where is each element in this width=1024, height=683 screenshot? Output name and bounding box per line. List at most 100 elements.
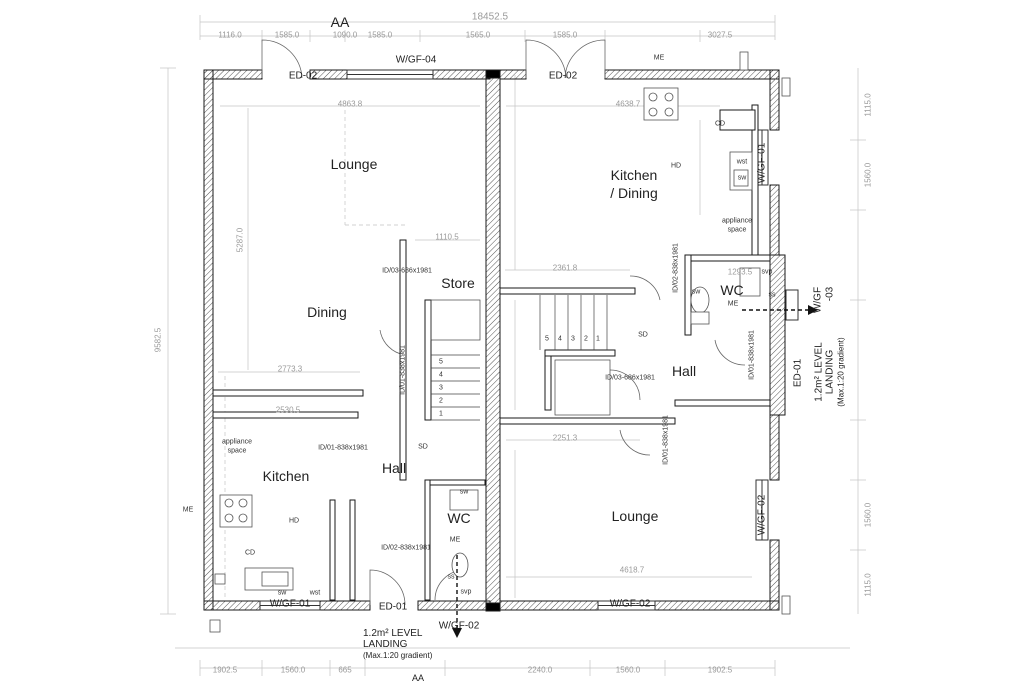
dim-hall-width: 2361.8 (552, 263, 578, 273)
symbol-ss-left: ss (447, 573, 455, 581)
me-arrows (456, 309, 810, 630)
room-kitchen-left: Kitchen (262, 468, 310, 484)
room-store: Store (441, 275, 475, 291)
opening-wgf01-bottom: W/GF-01 (269, 598, 311, 610)
opening-wgf04: W/GF-04 (395, 54, 437, 66)
opening-wgf02-right: W/GF-02 (756, 494, 768, 536)
symbol-cd-left: CD (244, 549, 256, 557)
dim-bottom-5: 1560.0 (615, 665, 641, 675)
dim-bottom-4: 2240.0 (527, 665, 553, 675)
door-store: ID/03-686x1981 (382, 267, 432, 275)
stair-left-2: 2 (439, 397, 443, 405)
dim-wc-width: 1293.5 (727, 267, 753, 277)
room-wc-right: WC (720, 282, 744, 298)
symbol-svp-left: svp (460, 588, 472, 596)
dimension-lines (160, 15, 866, 676)
door-lounge-right: ID/01-838x1981 (662, 415, 670, 465)
symbol-sw-left: sw (277, 589, 287, 597)
dim-right-depth-4: 1115.0 (863, 573, 873, 597)
stair-right-5: 5 (545, 335, 549, 343)
symbol-sw-right: sw (737, 174, 747, 182)
stairs (430, 295, 611, 421)
me-arrowheads (452, 305, 818, 638)
landing-note-bottom-line3: (Max.1:20 gradient) (363, 651, 433, 660)
dim-top-7: 3027.5 (707, 30, 733, 40)
landing-note-bottom-line2: LANDING (363, 639, 408, 650)
stair-left-3: 3 (439, 384, 443, 392)
symbol-wst-right: wst (736, 158, 748, 166)
symbol-cd-right: CD (714, 120, 726, 128)
dim-top-1: 1116.0 (218, 30, 242, 40)
opening-ed02-right: ED-02 (548, 70, 578, 82)
symbol-svp-right: svp (761, 268, 773, 276)
symbol-hd-left: HD (288, 517, 300, 525)
label-appliance-right-1: appliance (722, 217, 752, 225)
opening-ed01-right: ED-01 (792, 358, 804, 388)
section-marker-top: AA (330, 14, 350, 30)
dim-store-width: 1110.5 (435, 232, 459, 242)
door-dining-hall: ID/01-838x1981 (399, 345, 407, 395)
door-hall-right-store: ID/03-686x1981 (605, 374, 655, 382)
symbol-me-top: ME (653, 54, 665, 62)
dim-top-6: 1585.0 (552, 30, 578, 40)
overall-depth-label: 9582.5 (153, 327, 163, 353)
label-appliance-left-1: appliance (222, 438, 252, 446)
stair-left-5: 5 (439, 358, 443, 366)
dim-kitchen-left-width: 2530.5 (275, 405, 301, 415)
stair-right-1: 1 (596, 335, 600, 343)
dim-top-5: 1565.0 (465, 30, 491, 40)
section-marker-bottom: AA (411, 673, 425, 683)
symbol-me-wc-right: ME (727, 300, 739, 308)
stair-right-3: 3 (571, 335, 575, 343)
symbol-me-wc-left: ME (449, 536, 461, 544)
landing-note-right-line1: 1.2m² LEVEL (813, 342, 825, 402)
symbol-sw-wc-right: sw (691, 288, 701, 296)
opening-wgf03-line2: -03 (824, 286, 836, 302)
opening-wgf01-right: W/GF-01 (756, 142, 768, 184)
stair-right-4: 4 (558, 335, 562, 343)
dim-dining-width: 2773.3 (277, 364, 303, 374)
symbol-ss-right: ss (768, 291, 776, 299)
stair-right-2: 2 (584, 335, 588, 343)
symbol-sw-wc-left: sw (459, 488, 469, 496)
internal-walls (212, 104, 771, 601)
dim-lounge-right-width: 4618.7 (619, 565, 645, 575)
opening-ed01-bottom: ED-01 (378, 601, 408, 613)
dim-bottom-2: 1560.0 (280, 665, 306, 675)
room-hall-left: Hall (381, 460, 407, 476)
dim-kitchen-width: 4638.7 (615, 99, 641, 109)
opening-wgf02-bottom-left: W/GF-02 (438, 620, 480, 632)
fittings (209, 51, 791, 633)
opening-ed02-left: ED-02 (288, 70, 318, 82)
door-kitchen-left: ID/01-838x1981 (318, 444, 368, 452)
dim-bottom-6: 1902.5 (707, 665, 733, 675)
window-frames (259, 69, 799, 611)
dim-top-4: 1585.0 (367, 30, 393, 40)
landing-note-right-line3: (Max.1:20 gradient) (836, 337, 846, 407)
opening-wgf02-bottom-right: W/GF-02 (609, 598, 651, 610)
symbol-me-left: ME (182, 506, 194, 514)
dim-right-depth-1: 1115.0 (863, 93, 873, 117)
symbol-sd-right: SD (638, 331, 648, 339)
landing-note-right-line2: LANDING (824, 349, 836, 395)
room-kitchen-dining-line1: Kitchen (610, 167, 658, 183)
room-lounge-right: Lounge (611, 508, 659, 524)
overall-width-label: 18452.5 (471, 11, 509, 23)
dim-right-depth-3: 1560.0 (863, 502, 873, 528)
door-wc-right: ID/02-838x1981 (672, 243, 680, 293)
symbol-sd-left: SD (418, 443, 428, 451)
external-walls (203, 69, 786, 612)
stair-left-1: 1 (439, 410, 443, 418)
dim-top-2: 1585.0 (274, 30, 300, 40)
room-kitchen-dining-line2: / Dining (610, 185, 658, 201)
landing-note-bottom-line1: 1.2m² LEVEL (363, 628, 423, 639)
dim-lounge-width: 4863.8 (337, 99, 363, 109)
dim-top-3: 1090.0 (332, 30, 358, 40)
stair-left-4: 4 (439, 371, 443, 379)
opening-wgf03-line1: W/GF (812, 286, 824, 314)
room-hall-right: Hall (671, 363, 697, 379)
symbol-hd-right: HD (670, 162, 682, 170)
dim-hall-right-width: 2251.3 (552, 433, 578, 443)
symbol-wst-left: wst (309, 589, 321, 597)
